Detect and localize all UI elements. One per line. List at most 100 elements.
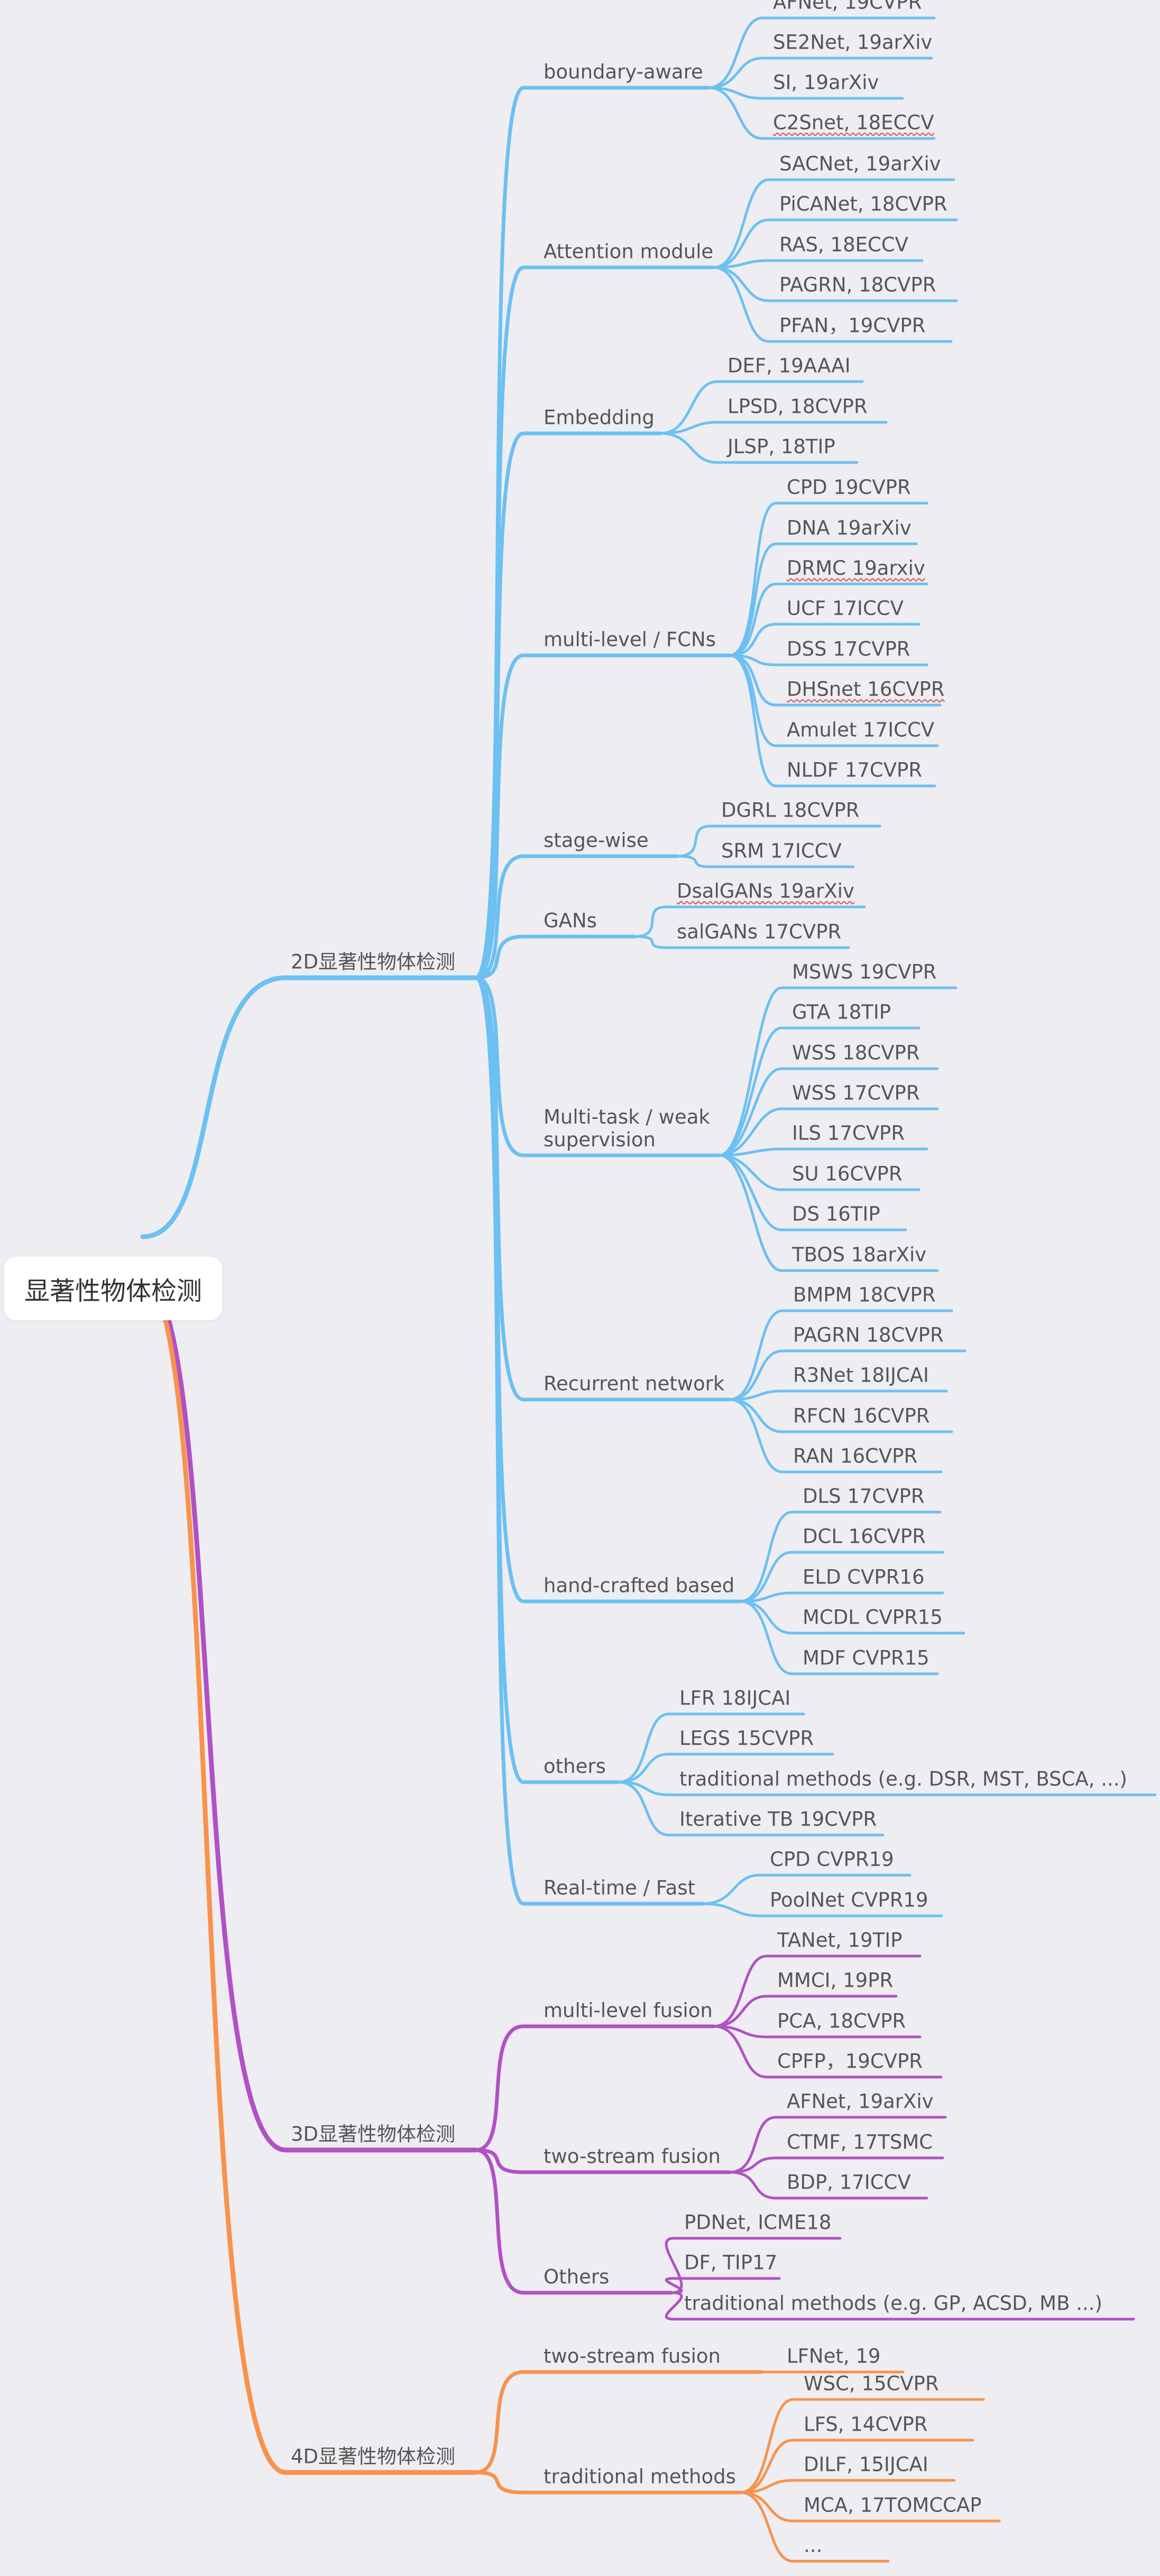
connector-category (474, 653, 732, 980)
leaf-label[interactable]: DLS 17CVPR (803, 1485, 925, 1508)
leaf-label[interactable]: CTMF, 17TSMC (787, 2130, 933, 2154)
category-label[interactable]: multi-level / FCNs (544, 628, 716, 651)
category-label[interactable]: two-stream fusion (544, 2145, 721, 2168)
leaf-label[interactable]: DS 16TIP (792, 1202, 880, 1226)
category-label[interactable]: GANs (544, 909, 597, 932)
connector-leaf (728, 623, 920, 657)
leaf-label[interactable]: NLDF 17CVPR (787, 758, 923, 782)
leaf-label[interactable]: Amulet 17ICCV (787, 718, 935, 742)
root-node[interactable]: 显著性物体检测 (4, 1257, 222, 1320)
leaf-label[interactable]: traditional methods (e.g. DSR, MST, BSCA… (679, 1767, 1127, 1791)
leaf-label[interactable]: DRMC 19arxiv (787, 557, 925, 580)
leaf-label[interactable]: R3Net 18IJCAI (793, 1364, 929, 1387)
connector-leaf (728, 1389, 948, 1401)
leaf-label[interactable]: MSWS 19CVPR (792, 960, 937, 984)
category-label[interactable]: Attention module (544, 240, 714, 263)
leaf-label[interactable]: DF, TIP17 (684, 2251, 778, 2274)
leaf-label[interactable]: PFAN，19CVPR (779, 314, 926, 337)
leaf-label[interactable]: DILF, 15IJCAI (804, 2453, 928, 2476)
leaf-label[interactable]: C2Snet, 18ECCV (773, 111, 934, 134)
leaf-label[interactable]: SI, 19arXiv (773, 71, 879, 94)
leaf-label[interactable]: ... (804, 2534, 823, 2557)
leaf-label[interactable]: WSS 17CVPR (792, 1081, 920, 1105)
leaf-label[interactable]: RAN 16CVPR (793, 1444, 918, 1468)
connector-branch-2d (140, 975, 478, 1239)
leaf-label[interactable]: DCL 16CVPR (803, 1525, 926, 1548)
leaf-label[interactable]: BMPM 18CVPR (793, 1283, 936, 1306)
connector-leaf (617, 1712, 805, 1784)
connector-leaf (707, 86, 936, 140)
branch-label-2d[interactable]: 2D显著性物体检测 (291, 950, 456, 974)
category-label[interactable]: stage-wise (544, 829, 649, 852)
connector-category (474, 976, 742, 1604)
category-label[interactable]: boundary-aware (544, 60, 703, 84)
leaf-label[interactable]: PDNet, ICME18 (684, 2211, 832, 2234)
leaf-label[interactable]: Iterative TB 19CVPR (679, 1808, 877, 1831)
leaf-label[interactable]: PiCANet, 18CVPR (779, 192, 947, 216)
leaf-label[interactable]: WSS 18CVPR (792, 1041, 920, 1064)
connector-category (474, 2148, 732, 2174)
leaf-label[interactable]: TBOS 18arXiv (792, 1243, 927, 1266)
connector-category (474, 2470, 742, 2495)
leaf-label[interactable]: UCF 17ICCV (787, 597, 904, 620)
leaf-label[interactable]: SRM 17ICCV (721, 839, 842, 863)
leaf-label[interactable]: PAGRN 18CVPR (793, 1323, 944, 1347)
leaf-label[interactable]: LPSD, 18CVPR (728, 395, 868, 418)
leaf-label[interactable]: AFNet, 19CVPR (773, 0, 922, 14)
category-label[interactable]: multi-level fusion (544, 1999, 713, 2022)
category-label[interactable]: others (544, 1755, 606, 1778)
leaf-label[interactable]: DNA 19arXiv (787, 516, 912, 540)
leaf-label[interactable]: CPD CVPR19 (770, 1848, 894, 1871)
leaf-label[interactable]: JLSP, 18TIP (728, 435, 835, 458)
leaf-label[interactable]: MCA, 17TOMCCAP (804, 2494, 982, 2517)
connector-leaf (665, 2277, 781, 2294)
category-label[interactable]: Embedding (544, 406, 655, 429)
leaf-label[interactable]: RFCN 16CVPR (793, 1404, 930, 1428)
leaf-label[interactable]: WSC, 15CVPR (804, 2372, 939, 2395)
category-label[interactable]: traditional methods (544, 2465, 736, 2488)
leaf-label[interactable]: LFR 18IJCAI (679, 1687, 791, 1710)
category-label[interactable]: hand-crafted based (544, 1574, 735, 1597)
leaf-label[interactable]: PCA, 18CVPR (777, 2009, 906, 2033)
connector-leaf (712, 1995, 898, 2028)
leaf-label[interactable]: TANet, 19TIP (777, 1929, 903, 1952)
leaf-label[interactable]: LEGS 15CVPR (679, 1727, 814, 1750)
leaf-label[interactable]: BDP, 17ICCV (787, 2171, 911, 2194)
leaf-label[interactable]: DsalGANs 19arXiv (677, 879, 854, 903)
leaf-label[interactable]: LFS, 14CVPR (804, 2413, 928, 2436)
branch-label-4d[interactable]: 4D显著性物体检测 (291, 2445, 456, 2468)
branch-label-3d[interactable]: 3D显著性物体检测 (291, 2123, 456, 2146)
category-label[interactable]: Multi-task / weak supervision (544, 1105, 710, 1151)
leaf-label[interactable]: CPFP，19CVPR (777, 2050, 923, 2073)
leaf-label[interactable]: GTA 18TIP (792, 1000, 891, 1024)
leaf-label[interactable]: salGANs 17CVPR (677, 920, 842, 943)
leaf-label[interactable]: DHSnet 16CVPR (787, 678, 945, 701)
leaf-label[interactable]: DGRL 18CVPR (721, 799, 860, 822)
leaf-label[interactable]: PoolNet CVPR19 (770, 1888, 928, 1912)
category-label[interactable]: Real-time / Fast (544, 1876, 696, 1899)
connector-leaf (633, 905, 866, 938)
leaf-label[interactable]: DSS 17CVPR (787, 637, 910, 661)
leaf-label[interactable]: MCDL CVPR15 (803, 1606, 943, 1629)
category-label[interactable]: two-stream fusion (544, 2345, 721, 2368)
leaf-label[interactable]: ELD CVPR16 (803, 1565, 925, 1589)
leaf-label[interactable]: SACNet, 19arXiv (779, 152, 941, 175)
leaf-label[interactable]: AFNet, 19arXiv (787, 2090, 934, 2113)
connector-leaf (659, 432, 859, 464)
leaf-label[interactable]: DEF, 19AAAI (728, 354, 851, 377)
leaf-label[interactable]: SE2Net, 19arXiv (773, 31, 933, 54)
leaf-label[interactable]: traditional methods (e.g. GP, ACSD, MB .… (684, 2292, 1102, 2315)
leaf-label[interactable]: MMCI, 19PR (777, 1969, 894, 1992)
connector-leaf (707, 86, 904, 100)
connector-leaf (675, 855, 855, 868)
leaf-label[interactable]: ILS 17CVPR (792, 1122, 905, 1145)
leaf-label[interactable]: SU 16CVPR (792, 1162, 903, 1185)
leaf-label[interactable]: PAGRN, 18CVPR (779, 273, 936, 296)
leaf-label[interactable]: LFNet, 19 (787, 2345, 881, 2368)
leaf-label[interactable]: MDF CVPR15 (803, 1646, 929, 1670)
category-label[interactable]: Others (544, 2265, 610, 2288)
leaf-label[interactable]: RAS, 18ECCV (779, 233, 908, 256)
category-label[interactable]: Recurrent network (544, 1372, 725, 1395)
leaf-label[interactable]: CPD 19CVPR (787, 476, 911, 499)
